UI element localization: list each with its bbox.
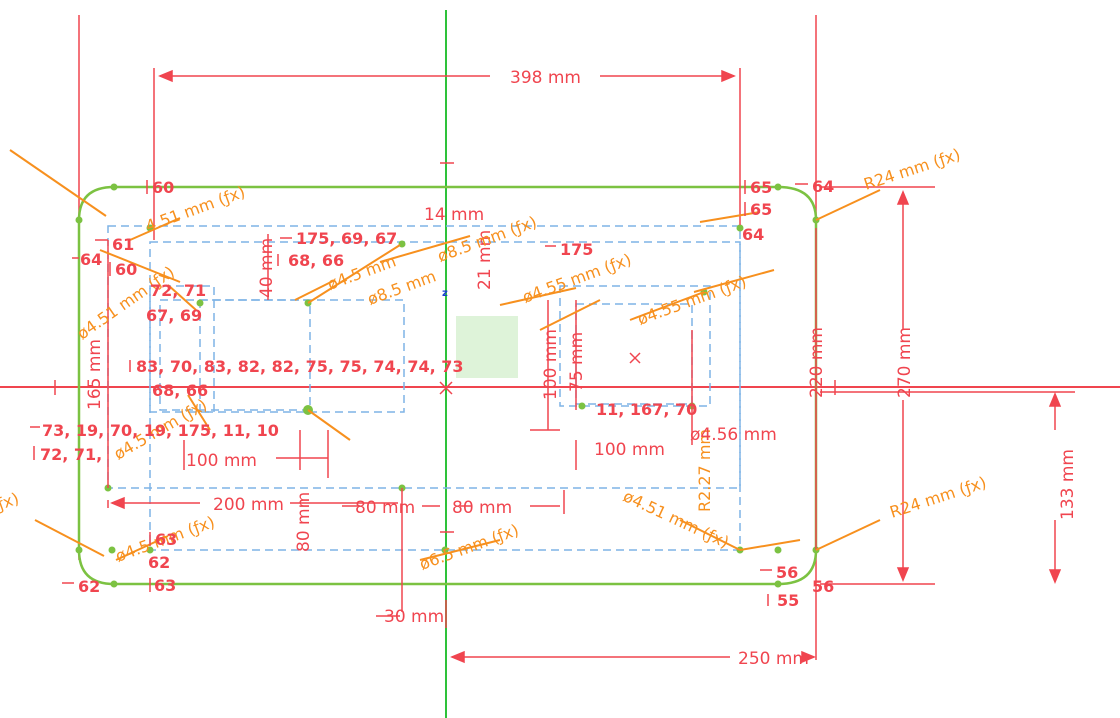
constraint-68-66[interactable]: 68, 66 — [288, 251, 344, 270]
dimension-200[interactable] — [107, 496, 398, 510]
dim-75-label[interactable]: 75 mm — [567, 332, 587, 392]
dimension-133[interactable] — [820, 391, 1075, 584]
constraint-62-a[interactable]: 62 — [148, 553, 170, 572]
dimension-100-right[interactable] — [530, 300, 693, 470]
constraint-tag-lines — [30, 180, 808, 606]
dim-80b-label[interactable]: 80 mm — [452, 498, 512, 518]
dimension-80[interactable] — [342, 488, 565, 612]
dimension-100-left[interactable] — [183, 430, 329, 478]
constraint-55[interactable]: 55 — [777, 591, 799, 610]
constraint-64-b[interactable]: 64 — [742, 225, 764, 244]
dim-21-label[interactable]: 21 mm — [475, 230, 495, 290]
constraint-64-left[interactable]: 64 — [80, 250, 102, 269]
dim-270-label[interactable]: 270 mm — [895, 327, 915, 398]
constraint-64-top[interactable]: 64 — [812, 177, 834, 196]
constraint-63-b[interactable]: 63 — [154, 576, 176, 595]
r2-27-label[interactable]: R2.27 mm — [695, 429, 714, 512]
dim-250-label[interactable]: 250 mm — [738, 649, 809, 669]
dimension-398[interactable] — [153, 68, 741, 240]
origin-z-label: z — [442, 288, 448, 299]
dim-100v-label[interactable]: 100 mm — [541, 329, 561, 400]
dimension-270[interactable] — [820, 186, 935, 585]
constraint-83-row[interactable]: 83, 70, 83, 82, 82, 75, 75, 74, 74, 73 — [136, 357, 464, 376]
dimension-250[interactable] — [450, 650, 816, 664]
constraint-67-69[interactable]: 67, 69 — [146, 306, 202, 325]
constraint-61[interactable]: 61 — [112, 235, 134, 254]
constraint-56-b[interactable]: 56 — [812, 577, 834, 596]
dim-100-right-label[interactable]: 100 mm — [594, 440, 665, 460]
constraint-62-b[interactable]: 62 — [78, 577, 100, 596]
constraint-56-a[interactable]: 56 — [776, 563, 798, 582]
constraint-72-71b[interactable]: 72, 71, — [40, 445, 102, 464]
dim-14-label[interactable]: 14 mm — [424, 205, 484, 225]
left-edge-label: ƒx) — [0, 489, 21, 515]
constraint-60-top[interactable]: 60 — [152, 178, 174, 197]
constraint-markers — [54, 162, 836, 533]
constraint-73-row[interactable]: 73, 19, 70, 19, 175, 11, 10 — [42, 421, 279, 440]
radius-leaders[interactable] — [9, 149, 881, 561]
dia-6-5-bottom-label[interactable]: ø6.5 mm (ƒx) — [417, 520, 521, 573]
dim-40-label[interactable]: 40 mm — [257, 238, 277, 298]
dimension-30[interactable] — [376, 600, 447, 628]
dia-4-56-label[interactable]: ø4.56 mm — [690, 425, 777, 445]
dim-220-label[interactable]: 220 mm — [807, 327, 827, 398]
constraint-175[interactable]: 175 — [560, 240, 593, 259]
dim-200-label[interactable]: 200 mm — [213, 495, 284, 515]
constraint-65-b[interactable]: 65 — [750, 200, 772, 219]
constraint-63-a[interactable]: 63 — [155, 530, 177, 549]
dia-4-51-br-label[interactable]: ø4.51 mm (ƒx) — [620, 486, 732, 552]
constraint-60-left[interactable]: 60 — [115, 260, 137, 279]
constraint-11-row[interactable]: 11, 167, 70 — [596, 400, 697, 419]
dim-398-label[interactable]: 398 mm — [510, 68, 581, 88]
dim-80v-label[interactable]: 80 mm — [294, 492, 314, 552]
dim-30-label[interactable]: 30 mm — [384, 607, 444, 627]
dim-80a-label[interactable]: 80 mm — [355, 498, 415, 518]
constraint-175-69-67[interactable]: 175, 69, 67 — [296, 229, 397, 248]
dim-133-label[interactable]: 133 mm — [1058, 449, 1078, 520]
constraint-68-66b[interactable]: 68, 66 — [152, 381, 208, 400]
dim-100-left-label[interactable]: 100 mm — [186, 451, 257, 471]
constraint-65-top[interactable]: 65 — [750, 178, 772, 197]
selection-box[interactable] — [456, 316, 518, 378]
constraint-72-71[interactable]: 72, 71 — [150, 281, 206, 300]
dim-165-label[interactable]: 165 mm — [85, 339, 105, 410]
